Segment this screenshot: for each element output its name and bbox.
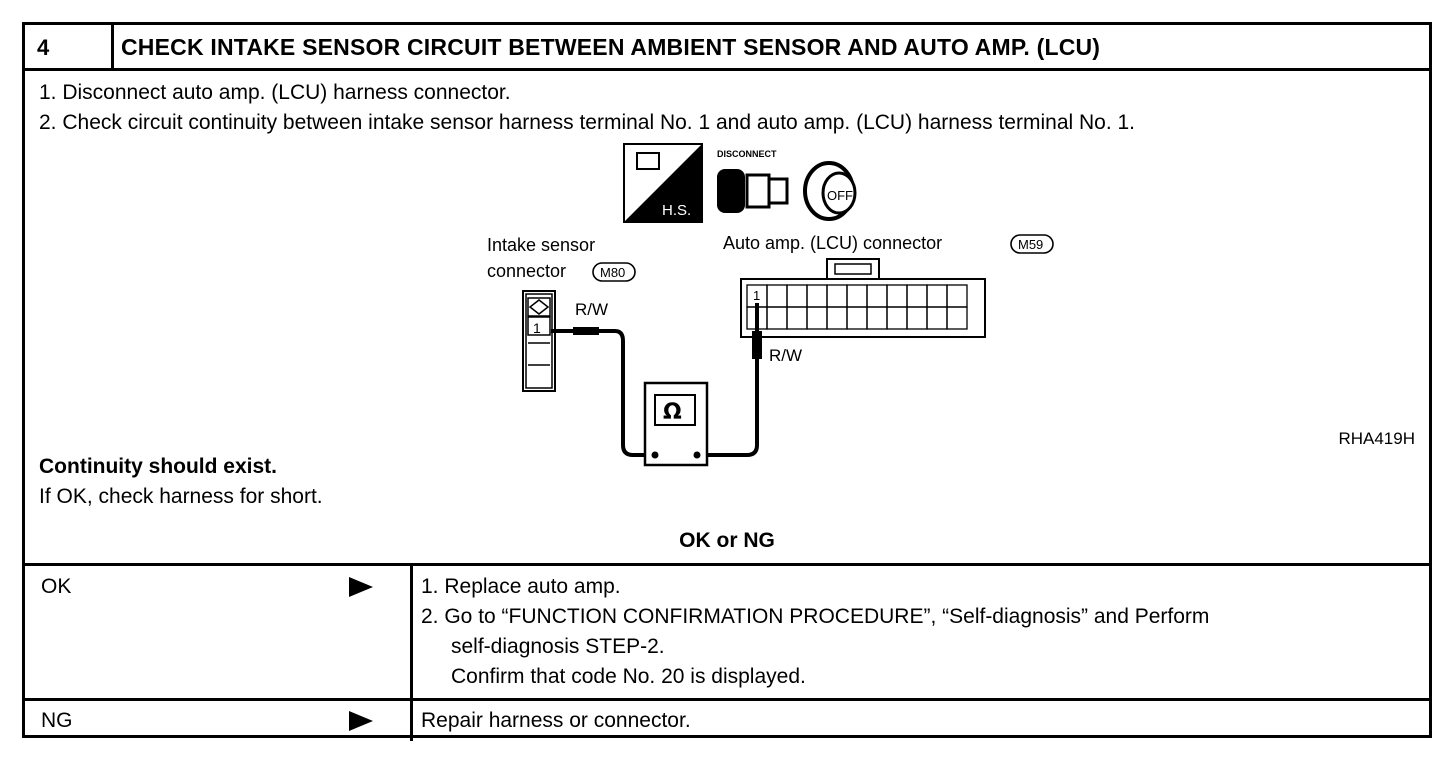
ng-action: Repair harness or connector. <box>421 709 691 732</box>
ok-action-2-cont: self-diagnosis STEP-2. <box>451 635 665 658</box>
intake-connector-code-badge: M80 <box>592 262 636 282</box>
auto-amp-connector: 1 <box>740 258 986 338</box>
hs-label: H.S. <box>662 202 691 219</box>
disconnect-icon: DISCONNECT <box>717 149 789 213</box>
intake-connector-code: M80 <box>600 265 625 280</box>
continuity-requirement: Continuity should exist. <box>39 455 278 478</box>
step-header: 4 CHECK INTAKE SENSOR CIRCUIT BETWEEN AM… <box>25 25 1429 71</box>
ignition-off-icon: OFF <box>803 161 857 221</box>
intake-connector-label: connector <box>487 261 566 281</box>
figure-id: RHA419H <box>1338 429 1415 448</box>
ok-action-2-confirm: Confirm that code No. 20 is displayed. <box>451 665 806 688</box>
intake-sensor-label: Intake sensor <box>487 235 595 255</box>
step-title: CHECK INTAKE SENSOR CIRCUIT BETWEEN AMBI… <box>121 34 1101 60</box>
auto-amp-connector-code: M59 <box>1018 237 1043 252</box>
ohmmeter: Ω <box>643 381 709 467</box>
ng-divider <box>25 698 1429 701</box>
intake-terminal-number: 1 <box>533 320 541 336</box>
wire-color-right: R/W <box>769 346 802 365</box>
ok-action-1: 1. Replace auto amp. <box>421 575 621 598</box>
ok-action-2: 2. Go to “FUNCTION CONFIRMATION PROCEDUR… <box>421 605 1210 628</box>
ng-label: NG <box>41 709 73 732</box>
ng-arrow-icon <box>349 711 373 731</box>
wiring-diagram: H.S. DISCONNECT OFF Intake sensor connec… <box>487 143 1054 467</box>
harness-side-icon: H.S. <box>623 143 703 223</box>
results-column-divider <box>410 563 413 741</box>
instruction-1: 1. Disconnect auto amp. (LCU) harness co… <box>39 81 511 104</box>
wire-color-left: R/W <box>575 300 608 319</box>
if-ok-note: If OK, check harness for short. <box>39 485 323 508</box>
diagnostic-procedure-sheet: 4 CHECK INTAKE SENSOR CIRCUIT BETWEEN AM… <box>22 22 1432 741</box>
disconnect-label: DISCONNECT <box>717 149 777 159</box>
header-divider <box>111 25 114 68</box>
ohm-icon: Ω <box>663 400 682 425</box>
step-number: 4 <box>37 35 50 60</box>
results-divider <box>25 563 1429 566</box>
intake-sensor-connector: 1 <box>522 290 556 392</box>
instruction-2: 2. Check circuit continuity between inta… <box>39 111 1136 134</box>
auto-amp-terminal-number: 1 <box>753 288 760 303</box>
meter-wiring <box>551 303 762 457</box>
ok-label: OK <box>41 575 72 598</box>
auto-amp-connector-label: Auto amp. (LCU) connector <box>723 233 942 253</box>
off-label: OFF <box>827 188 853 203</box>
connector-cavity <box>946 306 968 330</box>
ok-or-ng-heading: OK or NG <box>679 529 775 552</box>
ok-arrow-icon <box>349 577 373 597</box>
auto-amp-connector-code-badge: M59 <box>1010 234 1054 254</box>
